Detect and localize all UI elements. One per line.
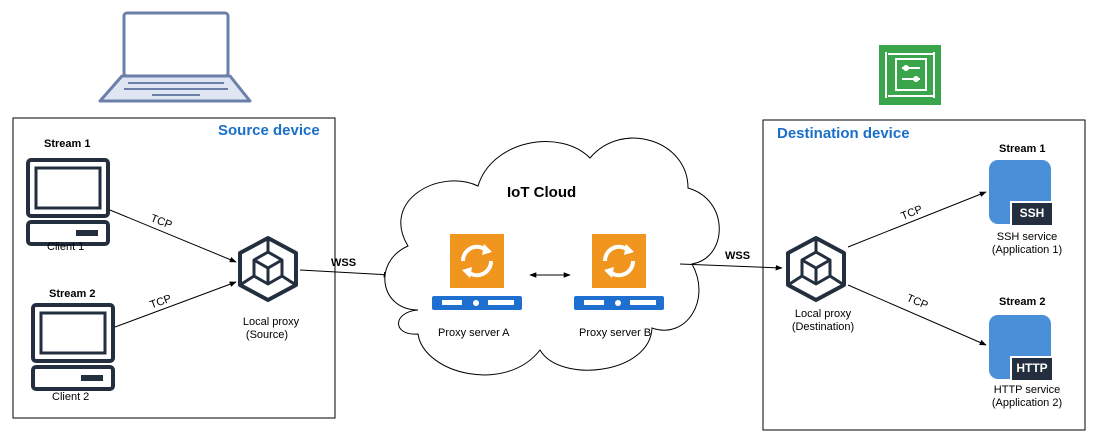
monitor-icon-client2 bbox=[31, 303, 115, 391]
wss-right-label: WSS bbox=[725, 250, 751, 262]
wss-left-label: WSS bbox=[331, 257, 357, 269]
http-service-label-line2: (Application 2) bbox=[991, 397, 1063, 409]
arrow-cloud-to-dest bbox=[679, 263, 783, 271]
ssh-service-label-line1: SSH service bbox=[996, 231, 1058, 243]
cloud-icon bbox=[384, 137, 720, 376]
laptop-icon bbox=[98, 11, 252, 103]
chip-icon bbox=[879, 45, 941, 105]
source-stream1-label: Stream 1 bbox=[44, 138, 91, 150]
arrow-proxy-to-ssh bbox=[847, 191, 987, 248]
server-a-label: Proxy server A bbox=[438, 327, 510, 339]
source-proxy-label-line2: (Source) bbox=[245, 329, 289, 341]
client2-label: Client 2 bbox=[52, 391, 90, 403]
http-badge: HTTP bbox=[1016, 361, 1048, 375]
dest-stream1-label: Stream 1 bbox=[999, 143, 1046, 155]
http-service-label-line1: HTTP service bbox=[993, 384, 1061, 396]
dest-proxy-label-line1: Local proxy bbox=[794, 308, 852, 320]
source-proxy-label-line1: Local proxy bbox=[242, 316, 300, 328]
dest-proxy-label-line2: (Destination) bbox=[791, 321, 855, 333]
arrow-source-to-cloud bbox=[299, 269, 391, 278]
ssh-badge: SSH bbox=[1019, 206, 1045, 220]
arrow-proxy-to-http bbox=[847, 284, 987, 346]
source-stream2-label: Stream 2 bbox=[49, 288, 96, 300]
destination-device-title: Destination device bbox=[777, 125, 910, 142]
arrow-client2-to-proxy bbox=[114, 281, 237, 328]
client1-label: Client 1 bbox=[47, 241, 85, 253]
ssh-service-label-line2: (Application 1) bbox=[991, 244, 1063, 256]
dest-stream2-label: Stream 2 bbox=[999, 296, 1046, 308]
server-b-label: Proxy server B bbox=[579, 327, 652, 339]
source-device-title: Source device bbox=[218, 122, 320, 139]
cloud-title: IoT Cloud bbox=[507, 184, 577, 201]
monitor-icon-client1 bbox=[26, 158, 110, 246]
arrow-client1-to-proxy bbox=[109, 209, 237, 263]
